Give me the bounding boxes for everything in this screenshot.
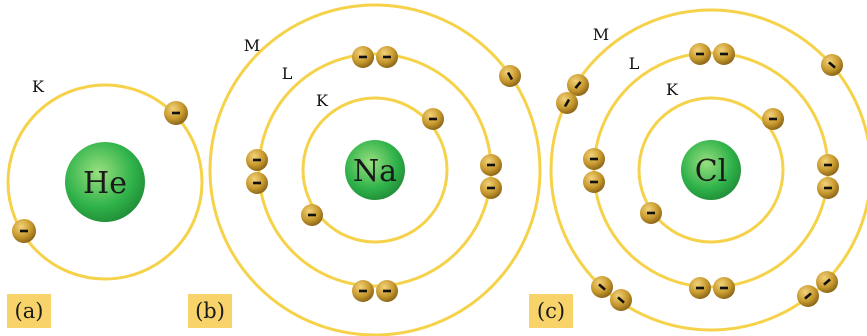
- electron-minus-sign: [824, 164, 832, 167]
- shell-label-l: L: [282, 64, 293, 83]
- atom-chlorine: Cl M L K: [529, 10, 867, 330]
- electron: [480, 177, 502, 199]
- electron-minus-sign: [383, 56, 391, 59]
- electron: [12, 219, 36, 243]
- electron: [689, 43, 711, 65]
- electron-minus-sign: [383, 290, 391, 293]
- shell-label-m: M: [244, 36, 260, 55]
- shell-label-m: M: [593, 25, 609, 44]
- nucleus-symbol: He: [83, 166, 127, 201]
- electron: [821, 54, 843, 76]
- nucleus-symbol: Cl: [695, 154, 728, 189]
- electron: [499, 65, 521, 87]
- electron: [164, 101, 188, 125]
- electron-minus-sign: [308, 214, 316, 217]
- electron: [480, 154, 502, 176]
- electron: [713, 43, 735, 65]
- electron: [376, 280, 398, 302]
- electron: [352, 46, 374, 68]
- panel-label: (c): [537, 299, 565, 323]
- atom-sodium: Na M L K: [188, 5, 540, 335]
- atom-helium: He K (a): [7, 77, 202, 328]
- electron-minus-sign: [696, 287, 704, 290]
- electron-minus-sign: [429, 118, 437, 121]
- electron-minus-sign: [359, 56, 367, 59]
- electron: [610, 289, 632, 311]
- electron: [689, 277, 711, 299]
- electron-minus-sign: [769, 118, 777, 121]
- shell-label-k: K: [32, 77, 45, 96]
- electron: [422, 108, 444, 130]
- electron-minus-sign: [487, 187, 495, 190]
- nucleus-symbol: Na: [353, 154, 397, 189]
- electron-minus-sign: [172, 112, 180, 115]
- shell-label-l: L: [629, 54, 640, 73]
- electron-minus-sign: [253, 159, 261, 162]
- electron-minus-sign: [720, 287, 728, 290]
- electron: [376, 46, 398, 68]
- panel-label: (b): [195, 299, 225, 323]
- electron-minus-sign: [590, 158, 598, 161]
- electron: [797, 285, 819, 307]
- electron-minus-sign: [647, 212, 655, 215]
- electron: [301, 204, 323, 226]
- electron-minus-sign: [359, 290, 367, 293]
- panel-label: (a): [15, 299, 44, 323]
- electron: [246, 172, 268, 194]
- electron-minus-sign: [487, 164, 495, 167]
- electron: [352, 280, 374, 302]
- electron-minus-sign: [20, 230, 28, 233]
- electron-minus-sign: [824, 187, 832, 190]
- electron: [817, 177, 839, 199]
- electron: [817, 154, 839, 176]
- electron: [583, 171, 605, 193]
- shell-label-k: K: [666, 80, 679, 99]
- electron: [816, 271, 838, 293]
- electron: [762, 108, 784, 130]
- electron-minus-sign: [253, 182, 261, 185]
- electron: [640, 202, 662, 224]
- electron: [583, 148, 605, 170]
- shell-label-k: K: [316, 91, 329, 110]
- electron-minus-sign: [696, 53, 704, 56]
- electron-minus-sign: [720, 53, 728, 56]
- electron: [713, 277, 735, 299]
- electron: [556, 92, 578, 114]
- electron-minus-sign: [590, 181, 598, 184]
- electron: [591, 276, 613, 298]
- electron: [246, 149, 268, 171]
